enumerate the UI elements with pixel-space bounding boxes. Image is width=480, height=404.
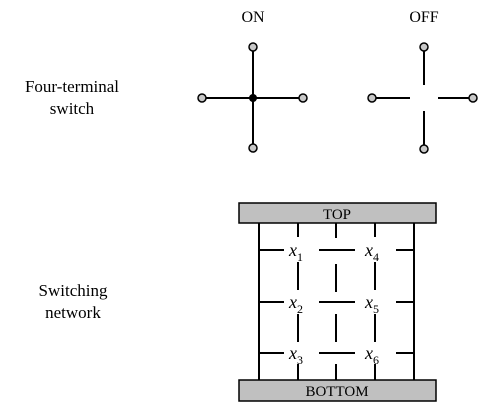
bottom-bar-label: BOTTOM [305,384,368,400]
bottom-bar: BOTTOM [238,379,437,402]
top-bar-label: TOP [323,207,351,223]
switch-var: x [364,343,373,363]
on-switch-terminal-bottom [248,143,258,153]
switch-label-x5: x5 [364,292,379,316]
on-switch-terminal-top [248,42,258,52]
switch-subscript: 5 [373,302,379,316]
switch-label-x2: x2 [288,292,303,316]
top-bar-rect [238,202,437,224]
switch-var: x [364,292,373,312]
switch-subscript: 4 [373,250,379,264]
switch-label-x4: x4 [364,240,379,264]
off-switch-terminal-left [367,93,377,103]
switch-labels: x1 x4 x2 x5 x3 x6 [288,240,379,367]
switch-var: x [288,240,297,260]
off-switch-terminal-right [468,93,478,103]
on-switch-junction-dot [249,94,257,102]
off-switch-symbol [367,42,478,154]
switch-var: x [364,240,373,260]
top-bar: TOP [238,202,437,224]
switch-label-x3: x3 [288,343,303,367]
network-section-label-line2: network [45,303,101,322]
switch-subscript: 1 [297,250,303,264]
switch-subscript: 6 [373,353,379,367]
on-label: ON [241,9,265,26]
network-section-label-line1: Switching [39,281,108,300]
off-label: OFF [409,9,438,26]
on-switch-terminal-left [197,93,207,103]
switch-section-label-line2: switch [50,99,95,118]
switch-var: x [288,292,297,312]
on-switch-symbol [197,42,308,153]
off-switch-terminal-top [419,42,429,52]
switch-label-x1: x1 [288,240,303,264]
switch-section-label-line1: Four-terminal [25,77,119,96]
switch-label-x6: x6 [364,343,379,367]
bottom-bar-rect [238,379,437,402]
on-switch-terminal-right [298,93,308,103]
switch-subscript: 2 [297,302,303,316]
switch-var: x [288,343,297,363]
network-wiring [258,223,415,380]
switch-subscript: 3 [297,353,303,367]
off-switch-terminal-bottom [419,144,429,154]
